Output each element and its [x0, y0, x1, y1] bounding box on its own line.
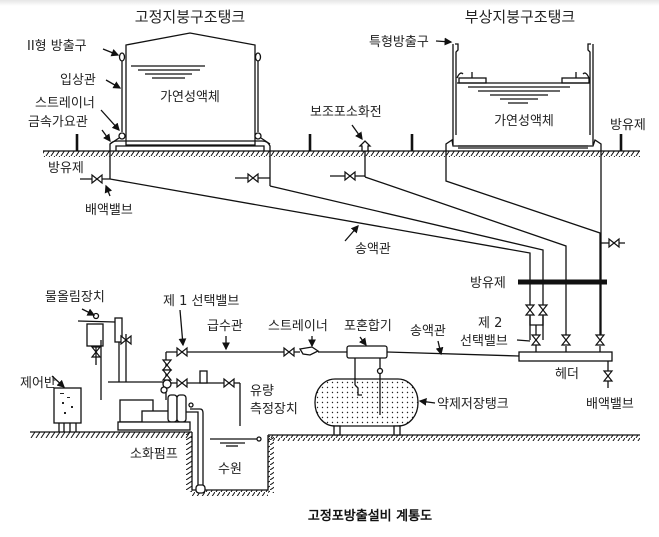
window-top-edge	[0, 0, 659, 6]
fire-pump	[117, 394, 206, 494]
priming-device	[77, 312, 170, 400]
floating-tank-content-label: 가연성액체	[494, 114, 554, 129]
header-label: 헤더	[555, 367, 579, 382]
proportioner-label: 포혼합기	[344, 319, 392, 334]
upper-ground	[43, 150, 640, 157]
transfer-pipe-upper-label: 송액관	[355, 242, 391, 257]
agent-tank-arrow	[418, 397, 436, 406]
supply-pipe-label: 급수관	[207, 319, 243, 334]
special-outlet-label: 특형방출구	[369, 35, 429, 50]
transfer-pipe-lower-arrow	[435, 340, 444, 356]
flow-meter-label-2: 측정장치	[250, 402, 298, 417]
floating-roof-tank-title: 부상지붕구조탱크	[465, 8, 575, 26]
proportioner-arrow	[358, 336, 367, 347]
first-select-valve-label: 제 1 선택밸브	[163, 294, 239, 309]
proportioner	[346, 345, 388, 359]
type2-outlet-label: II형 방출구	[27, 39, 87, 54]
dike-left-label: 방유제	[48, 161, 84, 176]
transfer-pipe-upper-arrow	[344, 225, 359, 242]
header-pipe	[518, 351, 613, 362]
special-outlet-arrow	[435, 37, 453, 46]
control-panel	[53, 387, 82, 432]
second-select-valves	[525, 304, 605, 352]
strainer-upper-label: 스트레이너	[35, 96, 95, 111]
agent-storage-tank	[314, 358, 419, 436]
control-panel-label: 제어반	[20, 376, 56, 391]
fixed-roof-tank-title: 고정지붕구조탱크	[135, 8, 245, 26]
control-panel-arrow	[51, 375, 65, 388]
flow-meter-label-1: 유량	[250, 384, 274, 399]
lower-ground	[30, 431, 640, 496]
diagram-caption: 고정포방출설비 계통도	[308, 508, 432, 524]
flexible-pipe-label: 금속가요관	[28, 115, 88, 130]
riser-label: 입상관	[60, 73, 96, 88]
second-select-valve-label-1: 제 2	[478, 316, 502, 331]
aux-hydrant-label: 보조포소화전	[310, 105, 382, 120]
second-select-valve-leader	[516, 339, 531, 342]
strainer-upper-arrow	[100, 109, 120, 131]
priming-device-label: 물올림장치	[45, 290, 105, 305]
transfer-pipe-lower-label: 송액관	[410, 324, 446, 339]
strainer-lower-label: 스트레이너	[268, 319, 328, 334]
fixed-roof-tank	[75, 32, 312, 151]
fire-pump-label: 소화펌프	[130, 447, 178, 462]
aux-hydrant-arrow	[351, 124, 363, 141]
pump-discharge-piping	[160, 347, 280, 426]
water-source-label: 수원	[218, 462, 242, 477]
lower-strainer	[298, 346, 320, 356]
first-select-valve-arrow	[178, 309, 187, 347]
drain-valve-right-label: 배액밸브	[586, 397, 634, 412]
flexible-pipe-arrow	[101, 129, 111, 143]
drain-valve-left-arrow	[104, 184, 113, 197]
floating-roof-tank	[410, 43, 623, 151]
type2-outlet-arrow	[102, 48, 120, 57]
aux-foam-hydrant	[358, 140, 372, 152]
fixed-tank-content-label: 가연성액체	[160, 90, 220, 105]
priming-device-arrow	[81, 308, 96, 316]
riser-arrow	[105, 79, 122, 89]
drain-valve-left-label: 배액밸브	[85, 203, 133, 218]
agent-tank-label: 약제저장탱크	[437, 397, 509, 412]
dike-right-label: 방유제	[610, 118, 646, 133]
dike-mid-label: 방유제	[470, 276, 506, 291]
second-select-valve-label-2: 선택밸브	[460, 334, 508, 349]
